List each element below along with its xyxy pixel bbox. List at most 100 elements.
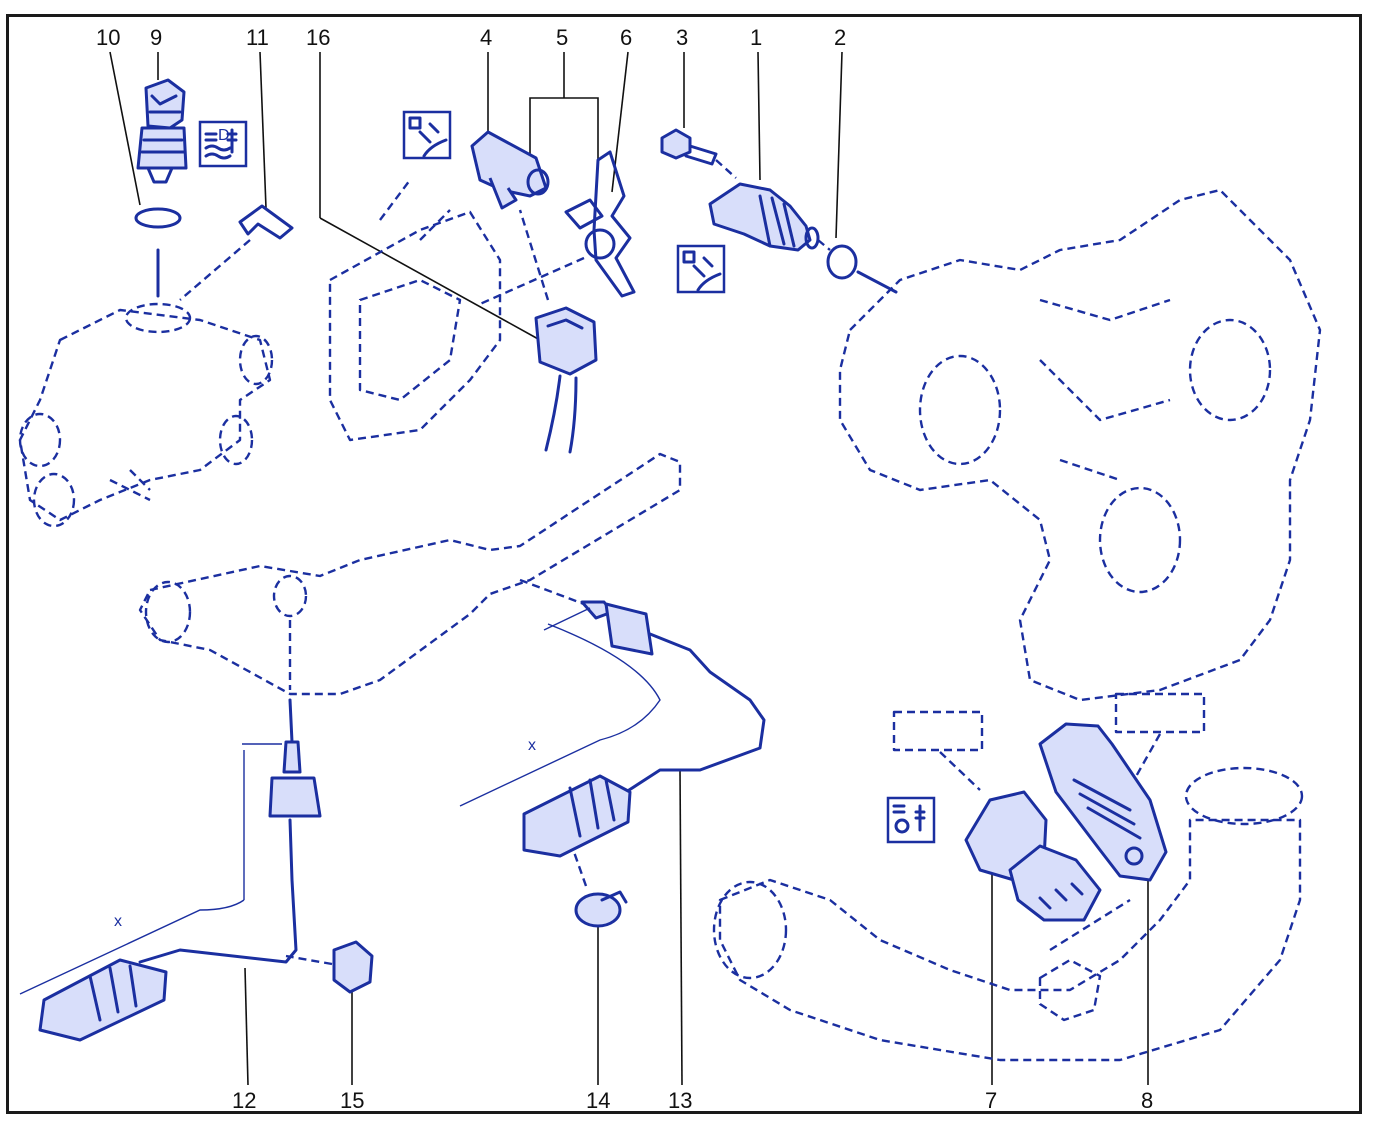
callout-11: 11 [246,25,269,50]
target-plate-6 [592,150,636,298]
sensor-12-probe [282,740,302,774]
exhaust-sensor-group: x x [19,452,766,1042]
o-ring-2 [826,244,858,280]
retaining-clip-11 [238,204,294,240]
connector-path [518,209,550,301]
callout-2: 2 [834,25,846,50]
connector-16 [534,306,598,376]
dim-left-path [19,899,245,995]
sensor-7-connector [1008,844,1102,922]
sensor-path [817,239,831,251]
leader-1 [757,51,761,181]
seal-5 [564,198,604,230]
dim-label-middle: x [528,737,536,754]
sensor-12-cable [138,818,298,964]
timing-cover-opening-right [1188,318,1272,422]
sensor-12-hex [268,776,322,818]
placeholder-box-right [1114,692,1206,734]
cam-sensor-group [328,110,636,454]
leader-2 [835,51,843,239]
housing-sensor-port [124,302,192,334]
callout-13: 13 [668,1088,692,1113]
callout-5: 5 [556,25,568,50]
sensor-7-pins [1038,882,1084,910]
block-edges [379,179,451,241]
cam-sensor-body [470,130,548,198]
tdc-icon-glyph-right [682,250,722,292]
crank-sensor-group [660,128,1322,702]
leader-11 [259,51,267,209]
timing-cover-opening-lower [1098,486,1182,594]
duct-port-path [1049,898,1131,952]
water-outlet-housing [18,308,272,522]
callout-6: 6 [620,25,632,50]
cable-clip-15 [332,940,374,994]
exhaust-pipe [138,452,682,696]
callout-1: 1 [750,25,762,50]
leader-12 [244,967,249,1086]
timing-cover [838,188,1322,702]
coolant-icon-glyph [204,128,238,160]
housing-pipe-left [18,412,62,468]
crank-sensor-tip [804,226,820,250]
leader-lines [109,51,1149,1086]
dim-mid-path [459,623,661,807]
sensor-8-hole [1124,846,1144,866]
connector-16-detail [546,318,584,330]
seal-path [479,256,585,306]
cam-sensor-mount [488,177,518,210]
placeholder-box-left [892,710,984,752]
dim-label-left: x [114,913,122,930]
duct-inlet [712,880,788,980]
dim-mid-top [543,607,591,631]
sensor-8-ribs [1072,778,1142,840]
callout-3: 3 [676,25,688,50]
leader-5 [529,97,599,160]
callout-16: 16 [306,25,330,50]
crank-sensor-body [708,182,812,252]
intake-duct [718,818,1302,1062]
connector-16-wires [544,374,578,454]
coolant-sensor-head [144,78,186,130]
crank-sensor-ribs [758,194,796,248]
duct-outlet [1184,766,1304,826]
coolant-sensor-tip [146,166,174,184]
cam-sensor-tip [526,168,550,196]
seal-ring-5 [584,228,616,260]
callout-14: 14 [586,1088,610,1113]
coolant-icon-d: D [218,127,230,144]
spacer-14-tab [600,890,628,904]
callout-4: 4 [480,25,492,50]
bolt-path [715,159,737,179]
exhaust-sensor-paths [288,578,601,690]
callout-9: 9 [150,25,162,50]
exhaust-sensor-port [272,574,308,618]
timing-cover-ribs [1039,298,1171,482]
connector-13-ribs [568,778,616,838]
housing-details [109,469,151,502]
air-sensor-group [712,692,1304,1062]
coolant-sensor-body [136,126,188,170]
connector-12 [38,958,168,1042]
timing-cover-opening-left [918,354,1002,466]
callout-8: 8 [1141,1088,1153,1113]
block-recess [358,278,462,402]
exhaust-flange [144,580,192,644]
connector-12-ribs [88,964,138,1022]
housing-pipe-left-lower [32,472,76,528]
spacer-14-path [572,851,588,887]
box-right-path [1132,733,1162,781]
diagram-frame [6,14,1362,1114]
coolant-sensor-thread [140,138,186,154]
spacer-14 [574,892,622,928]
callout-15: 15 [340,1088,364,1113]
callout-10: 10 [96,25,120,50]
leader-16b [319,217,541,341]
o-ring-10 [134,207,182,229]
callout-7: 7 [985,1088,997,1113]
box-left-path [939,751,981,791]
cylinder-block-section [328,210,502,442]
leader-13 [679,769,683,1086]
bolt-shank-3 [684,144,718,166]
